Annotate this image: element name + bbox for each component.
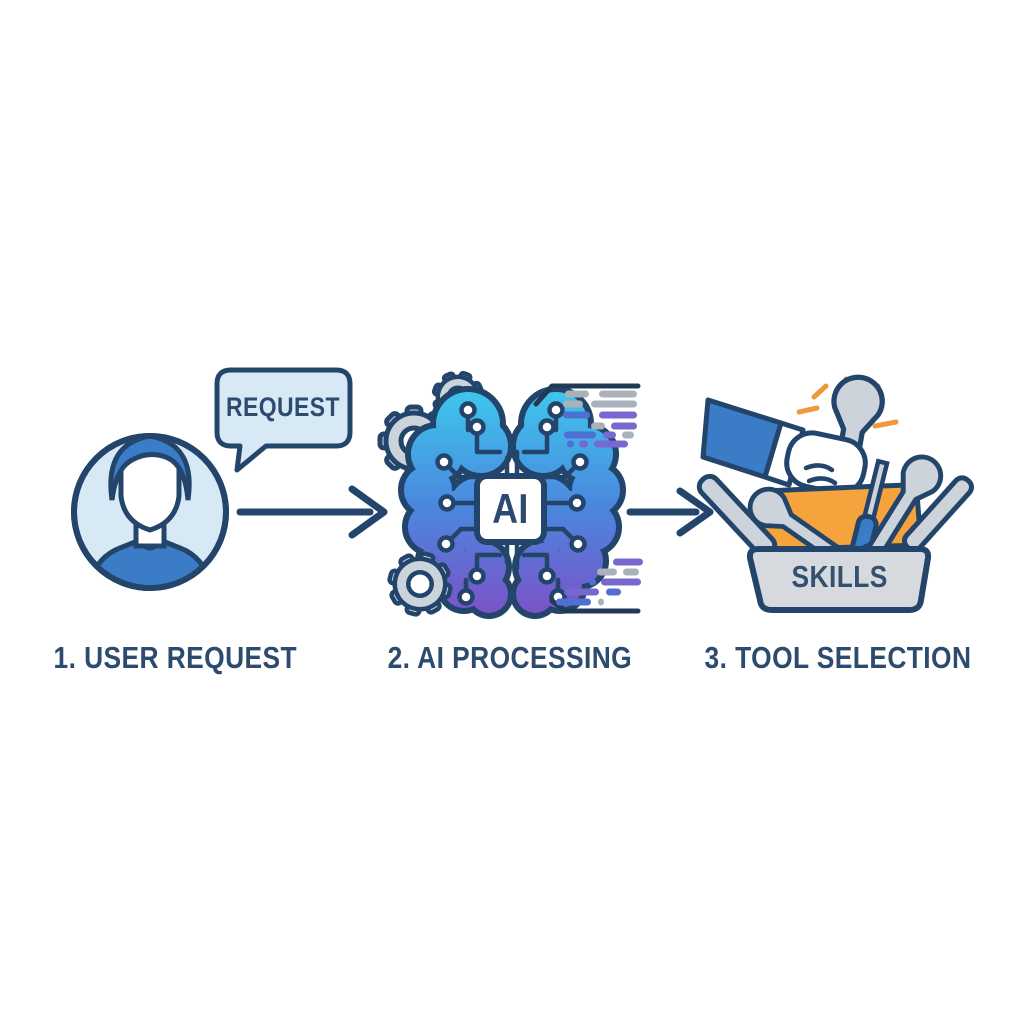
code-dash [579,440,588,448]
toolbox-icon [696,450,975,613]
step2-caption: 2. AI PROCESSING [350,640,670,676]
code-dash [563,400,583,408]
code-dash [564,431,596,439]
user-avatar-icon [71,433,229,591]
code-dash [598,598,604,606]
arrow-step2-to-step3 [626,487,714,537]
circuit-traces [435,401,587,606]
toolbox-text: SKILLS [791,559,889,594]
code-dash [606,588,621,596]
code-dash [564,588,599,596]
code-dash [594,440,628,448]
code-dash [599,411,637,419]
code-dash [567,440,574,448]
speech-bubble [214,367,353,473]
ai-chip [474,473,547,545]
step3-caption: 3. TOOL SELECTION [678,640,998,676]
step3-caption-text: 3. TOOL SELECTION [704,640,972,675]
code-dash [599,390,637,398]
code-dash [613,558,643,566]
gear-icon-bottom-left [383,547,458,622]
code-dash [603,431,616,439]
code-frame-lines [533,383,641,614]
code-dash [565,390,589,398]
code-lines-icon [556,390,643,606]
step1-caption-text: 1. USER REQUEST [53,640,297,675]
ai-chip-label: AI [477,476,544,542]
step2-caption-text: 2. AI PROCESSING [387,640,633,675]
code-dash [601,578,641,586]
code-dash [563,411,590,419]
speech-bubble-label: REQUEST [217,370,350,444]
code-dash [622,431,634,439]
code-dash [591,422,605,430]
step1-caption: 1. USER REQUEST [15,640,335,676]
code-dash [623,568,639,576]
code-dash [589,578,596,586]
avatar-ring [71,433,229,591]
code-dash [611,422,637,430]
arrow-step1-to-step2 [236,485,388,539]
toolbox-label: SKILLS [765,555,915,599]
avatar-hair [108,439,192,501]
code-dash [556,598,591,606]
toolbox-tray [746,546,932,613]
code-dash [597,568,617,576]
chip-text: AI [492,485,529,532]
ai-brain-icon [404,392,620,613]
code-dash [591,400,637,408]
bubble-text: REQUEST [226,391,341,422]
hand-holding-wrench-icon [700,373,899,566]
